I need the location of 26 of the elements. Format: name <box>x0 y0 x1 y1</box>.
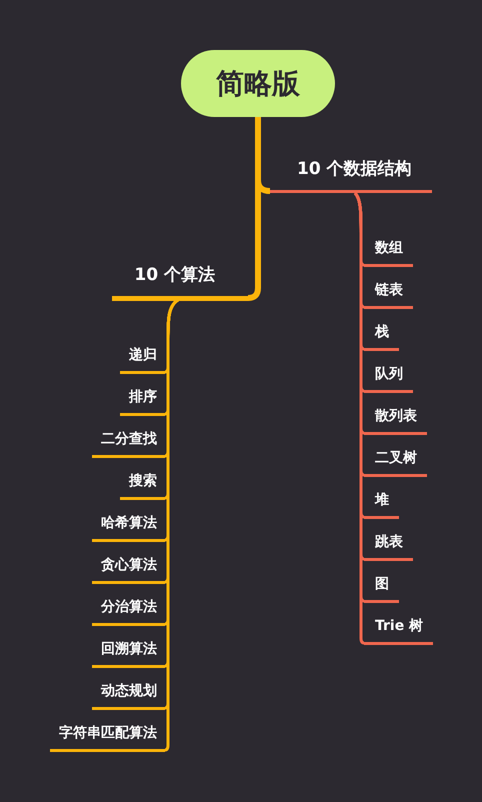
leaf-label: 回溯算法 <box>92 638 165 668</box>
leaf-label: 堆 <box>364 488 399 518</box>
leaf-label: 递归 <box>120 344 165 374</box>
leaf-label: 跳表 <box>364 530 413 560</box>
branch-line <box>248 180 261 301</box>
leaf-label: 贪心算法 <box>92 554 165 584</box>
branch-heading: 10 个数据结构 <box>270 158 432 192</box>
leaf-label: 队列 <box>364 362 413 392</box>
leaf-label: 二叉树 <box>364 446 427 476</box>
leaf-label: 字符串匹配算法 <box>50 722 165 752</box>
leaf-label: 散列表 <box>364 404 427 434</box>
leaf-label: 链表 <box>364 278 413 308</box>
leaf-label: 哈希算法 <box>92 512 165 542</box>
leaf-label: 分治算法 <box>92 596 165 626</box>
branch-line <box>354 192 364 266</box>
leaf-label: 排序 <box>120 386 165 416</box>
leaf-label: 数组 <box>364 236 413 266</box>
leaf-label: 搜索 <box>120 470 165 500</box>
leaf-label: 图 <box>364 572 399 602</box>
branch-heading: 10 个算法 <box>112 264 248 300</box>
leaf-label: 动态规划 <box>92 680 165 710</box>
leaf-label: 栈 <box>364 320 399 350</box>
branch-line <box>255 117 261 180</box>
leaf-label: Trie 树 <box>364 614 434 644</box>
leaf-label: 二分查找 <box>92 428 165 458</box>
central-topic-pill: 简略版 <box>181 50 335 117</box>
